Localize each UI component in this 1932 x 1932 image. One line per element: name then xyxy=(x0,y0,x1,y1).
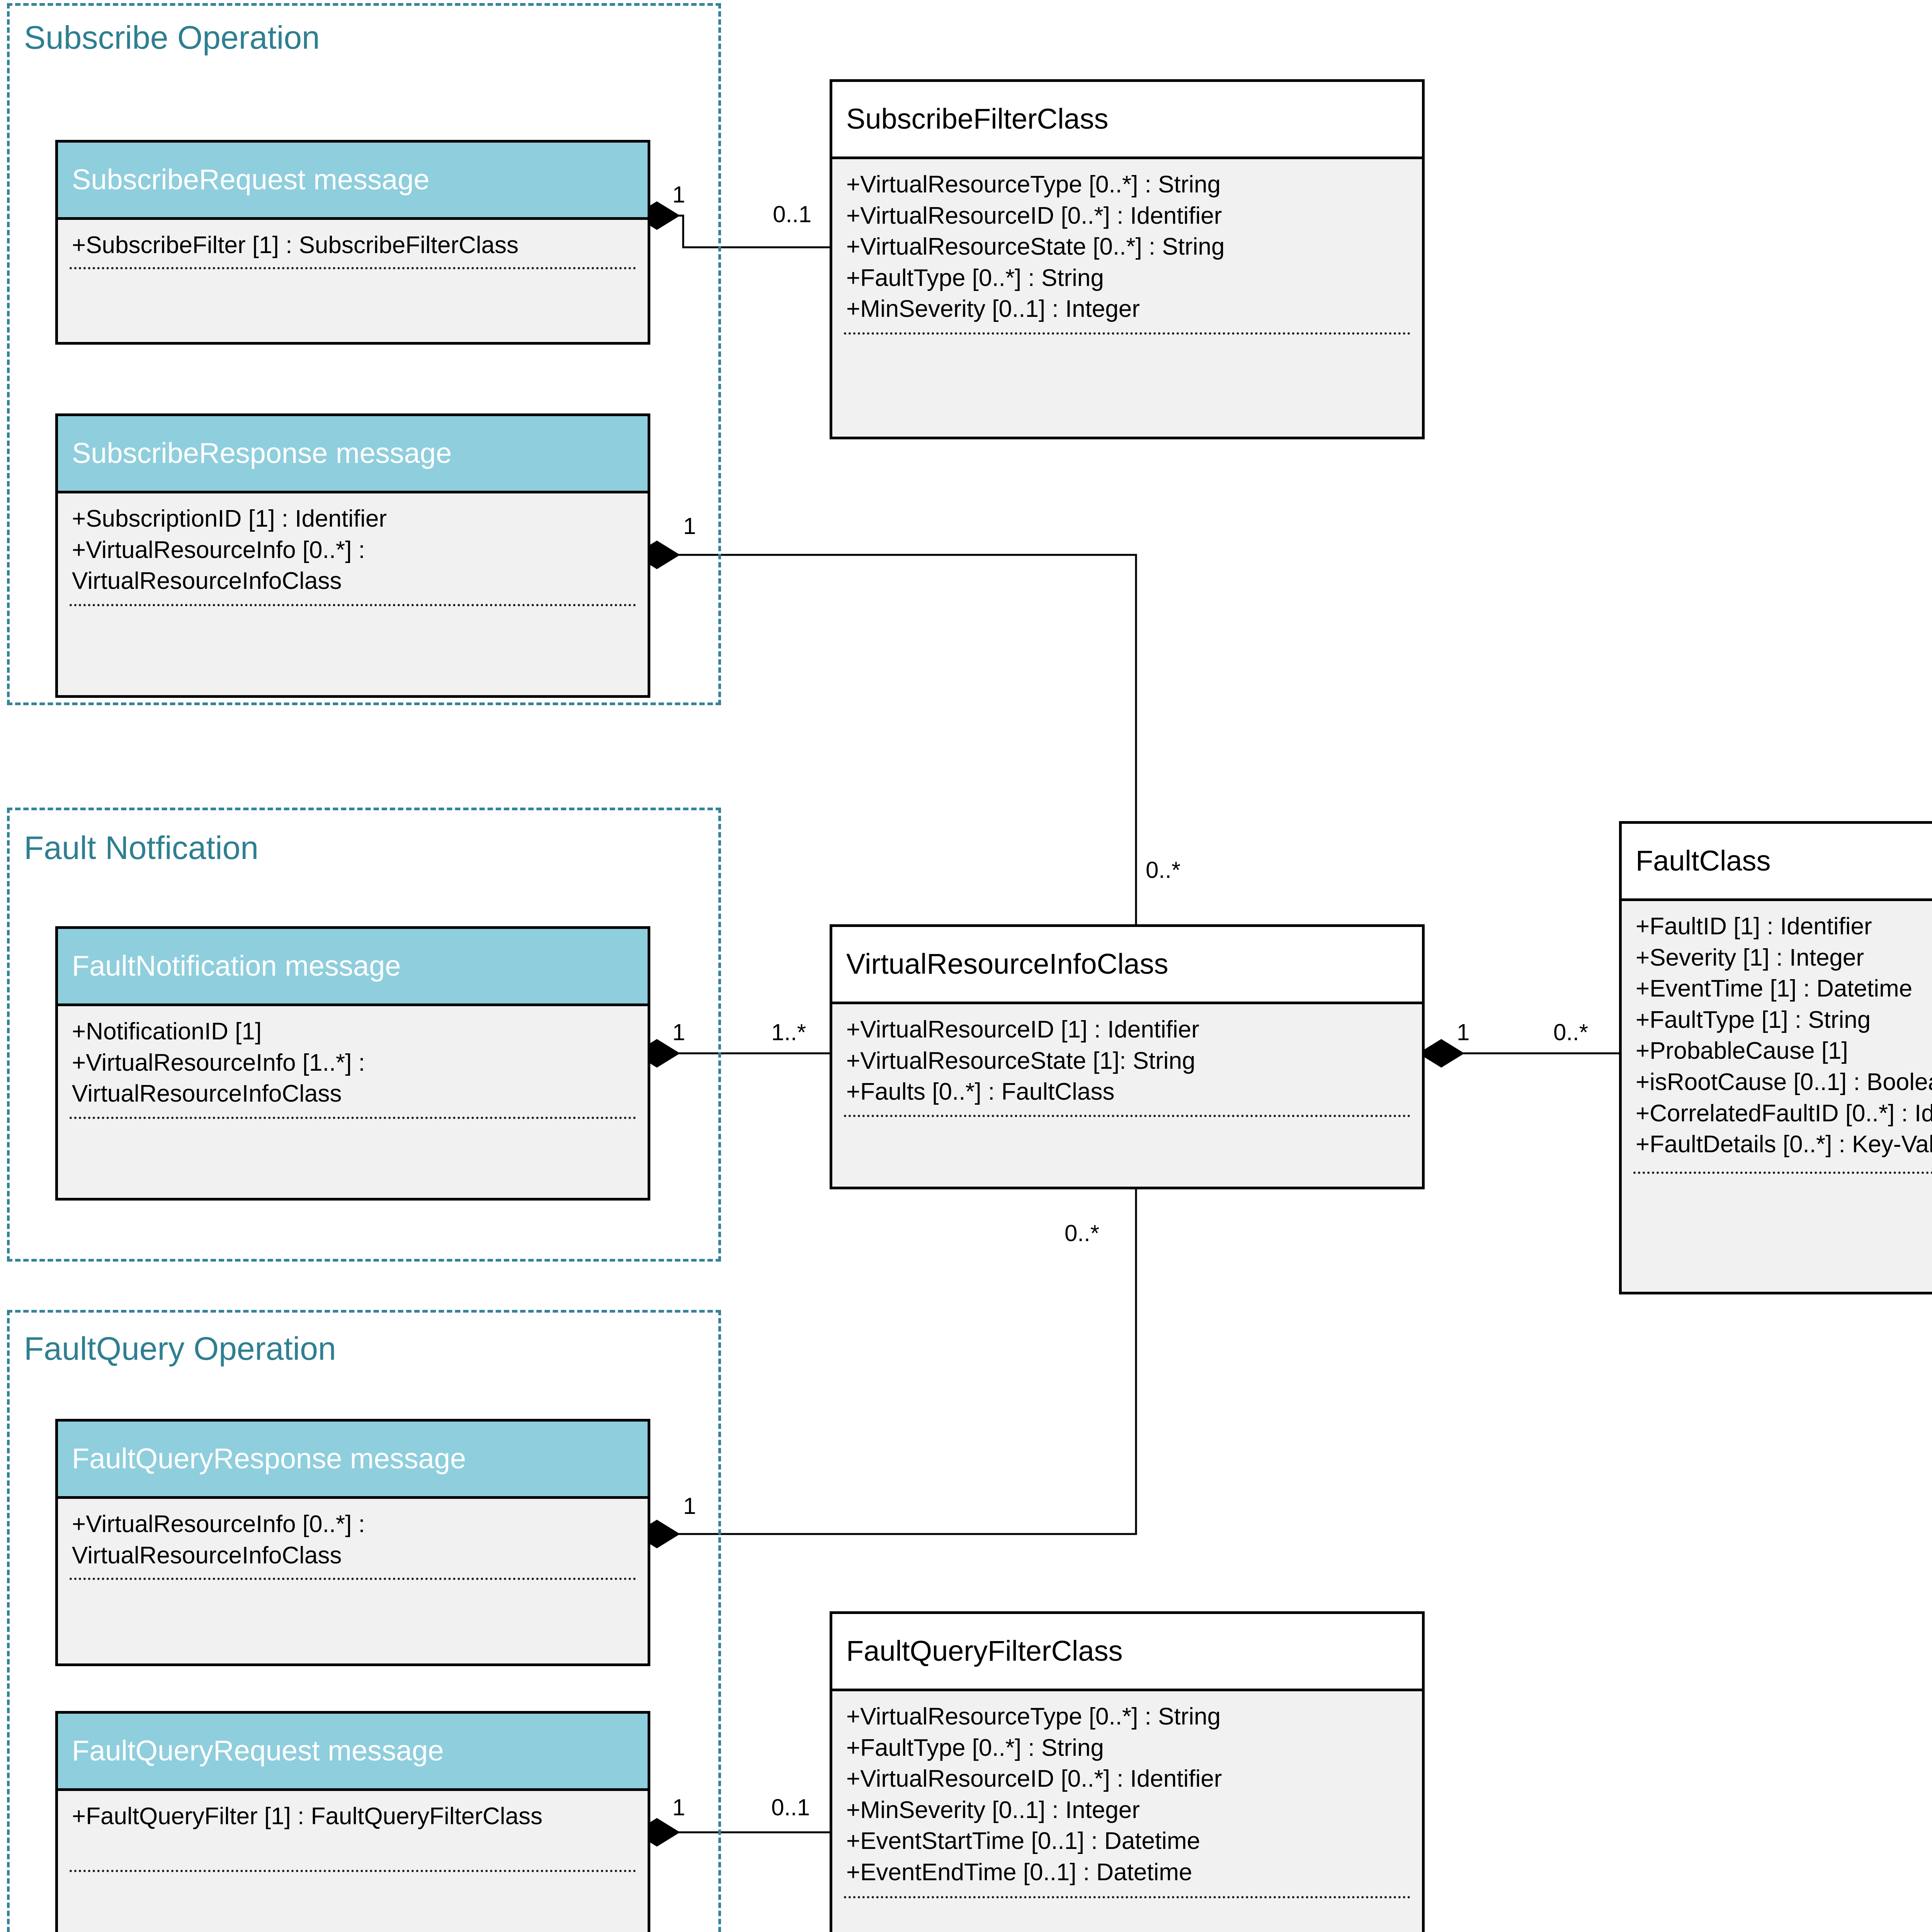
multiplicity-vri-source: 1 xyxy=(1457,1019,1470,1045)
group-title-fault-notification: Fault Notfication xyxy=(24,830,259,866)
multiplicity-vri-target: 0..* xyxy=(1553,1019,1588,1045)
attribute-row: +Severity [1] : Integer xyxy=(1636,944,1864,971)
box-subscribe-filter-class[interactable]: SubscribeFilterClass +VirtualResourceTyp… xyxy=(830,79,1425,439)
group-title-subscribe-operation: Subscribe Operation xyxy=(24,19,320,56)
attribute-row: +FaultQueryFilter [1] : FaultQueryFilter… xyxy=(72,1803,543,1830)
box-fault-class[interactable]: FaultClass +FaultID [1] : Identifier +Se… xyxy=(1619,821,1932,1294)
compartment-separator xyxy=(70,604,636,606)
multiplicity-fqresp-target: 0..* xyxy=(1065,1220,1100,1246)
box-body-subscribe-response: +SubscriptionID [1] : Identifier +Virtua… xyxy=(58,493,648,695)
attribute-row: +VirtualResourceInfo [1..*] : VirtualRes… xyxy=(72,1049,365,1107)
box-faultquery-response[interactable]: FaultQueryResponse message +VirtualResou… xyxy=(55,1419,650,1666)
group-fault-notification xyxy=(7,808,721,1262)
box-fault-notification[interactable]: FaultNotification message +NotificationI… xyxy=(55,926,650,1201)
attribute-row: +SubscriptionID [1] : Identifier xyxy=(72,505,387,532)
attribute-row: +EventStartTime [0..1] : Datetime xyxy=(846,1828,1201,1855)
attribute-row: +ProbableCause [1] xyxy=(1636,1037,1848,1065)
group-faultquery-operation xyxy=(7,1310,721,1932)
attribute-row: +NotificationID [1] xyxy=(72,1018,262,1045)
attribute-row: +VirtualResourceState [0..*] : String xyxy=(846,233,1225,260)
attribute-row: +FaultType [0..*] : String xyxy=(846,264,1104,291)
box-subscribe-request[interactable]: SubscribeRequest message +SubscribeFilte… xyxy=(55,140,650,345)
attribute-row: +FaultDetails [0..*] : Key-Value pairs xyxy=(1636,1131,1932,1158)
box-body-subscribe-filter-class: +VirtualResourceType [0..*] : String +Vi… xyxy=(832,159,1422,437)
attribute-row: +VirtualResourceID [0..*] : Identifier xyxy=(846,1765,1222,1793)
box-subscribe-response[interactable]: SubscribeResponse message +SubscriptionI… xyxy=(55,413,650,698)
compartment-separator xyxy=(1633,1172,1932,1174)
multiplicity-fqreq-target: 0..1 xyxy=(771,1794,810,1820)
attribute-row: +isRootCause [0..1] : Boolean xyxy=(1636,1068,1932,1095)
box-title-fault-notification: FaultNotification message xyxy=(58,929,648,1006)
attribute-row: +EventEndTime [0..1] : Datetime xyxy=(846,1859,1192,1886)
attribute-row: +FaultType [0..*] : String xyxy=(846,1734,1104,1761)
attribute-row: +VirtualResourceState [1]: String xyxy=(846,1047,1196,1074)
attribute-row: +VirtualResourceInfo [0..*] : VirtualRes… xyxy=(72,1511,365,1569)
multiplicity-subreq-target: 0..1 xyxy=(773,201,812,227)
attribute-row: +VirtualResourceID [1] : Identifier xyxy=(846,1016,1199,1043)
box-faultquery-filter-class[interactable]: FaultQueryFilterClass +VirtualResourceTy… xyxy=(830,1611,1425,1932)
box-body-faultquery-response: +VirtualResourceInfo [0..*] : VirtualRes… xyxy=(58,1499,648,1663)
attribute-row: +FaultType [1] : String xyxy=(1636,1006,1871,1033)
box-body-virtual-resource-info-class: +VirtualResourceID [1] : Identifier +Vir… xyxy=(832,1004,1422,1187)
box-title-subscribe-request: SubscribeRequest message xyxy=(58,143,648,220)
attribute-row: +MinSeverity [0..1] : Integer xyxy=(846,296,1140,323)
box-title-virtual-resource-info-class: VirtualResourceInfoClass xyxy=(832,927,1422,1004)
box-title-faultquery-response: FaultQueryResponse message xyxy=(58,1422,648,1499)
multiplicity-subresp-target: 0..* xyxy=(1146,857,1181,883)
attribute-row: +VirtualResourceInfo [0..*] : VirtualRes… xyxy=(72,536,365,595)
multiplicity-fqresp-source: 1 xyxy=(683,1493,696,1519)
box-title-subscribe-filter-class: SubscribeFilterClass xyxy=(832,82,1422,159)
attribute-row: +MinSeverity [0..1] : Integer xyxy=(846,1796,1140,1823)
group-subscribe-operation xyxy=(7,3,721,705)
compartment-separator xyxy=(70,1870,636,1872)
compartment-separator xyxy=(844,332,1410,335)
compartment-separator xyxy=(844,1115,1410,1117)
compartment-separator xyxy=(70,267,636,269)
wire-subresp-vri xyxy=(674,554,1137,924)
compartment-separator xyxy=(70,1578,636,1580)
box-body-fault-notification: +NotificationID [1] +VirtualResourceInfo… xyxy=(58,1006,648,1198)
attribute-row: +VirtualResourceType [0..*] : String xyxy=(846,171,1221,198)
box-title-subscribe-response: SubscribeResponse message xyxy=(58,416,648,493)
attribute-row: +FaultID [1] : Identifier xyxy=(1636,913,1872,940)
multiplicity-subreq-source: 1 xyxy=(672,182,685,207)
attribute-row: +SubscribeFilter [1] : SubscribeFilterCl… xyxy=(72,232,519,259)
attribute-row: +Faults [0..*] : FaultClass xyxy=(846,1078,1115,1105)
box-title-faultquery-filter-class: FaultQueryFilterClass xyxy=(832,1614,1422,1691)
box-virtual-resource-info-class[interactable]: VirtualResourceInfoClass +VirtualResourc… xyxy=(830,924,1425,1189)
multiplicity-fqreq-source: 1 xyxy=(672,1794,685,1820)
box-body-faultquery-request: +FaultQueryFilter [1] : FaultQueryFilter… xyxy=(58,1791,648,1932)
multiplicity-faultnotif-target: 1..* xyxy=(771,1019,806,1045)
attribute-row: +VirtualResourceType [0..*] : String xyxy=(846,1703,1221,1730)
box-title-faultquery-request: FaultQueryRequest message xyxy=(58,1714,648,1791)
attribute-row: +VirtualResourceID [0..*] : Identifier xyxy=(846,202,1222,229)
group-title-faultquery-operation: FaultQuery Operation xyxy=(24,1330,336,1367)
attribute-row: +CorrelatedFaultID [0..*] : Identifier xyxy=(1636,1100,1932,1127)
multiplicity-faultnotif-source: 1 xyxy=(672,1019,685,1045)
compartment-separator xyxy=(70,1117,636,1119)
box-body-faultquery-filter-class: +VirtualResourceType [0..*] : String +Fa… xyxy=(832,1691,1422,1932)
box-body-fault-class: +FaultID [1] : Identifier +Severity [1] … xyxy=(1622,901,1932,1292)
attribute-row: +EventTime [1] : Datetime xyxy=(1636,975,1913,1002)
box-title-fault-class: FaultClass xyxy=(1622,824,1932,901)
box-faultquery-request[interactable]: FaultQueryRequest message +FaultQueryFil… xyxy=(55,1711,650,1932)
multiplicity-subresp-source: 1 xyxy=(683,513,696,539)
box-body-subscribe-request: +SubscribeFilter [1] : SubscribeFilterCl… xyxy=(58,220,648,342)
compartment-separator xyxy=(844,1896,1410,1898)
